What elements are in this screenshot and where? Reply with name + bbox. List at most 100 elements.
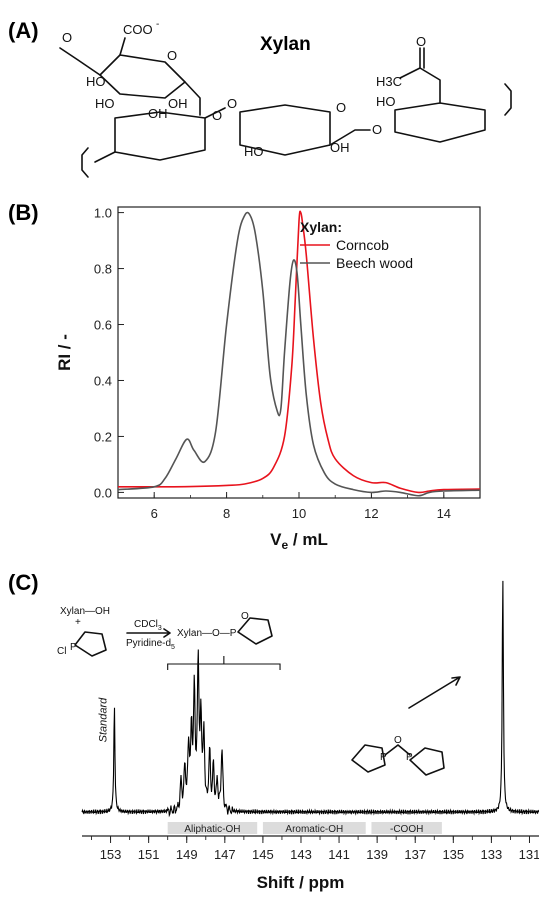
label-carbonyl-o: O: [416, 34, 426, 49]
chart-c-xtick-label: 141: [328, 847, 350, 862]
chart-b-ytick-label: 1.0: [94, 206, 112, 221]
label-ho-2: HO: [95, 96, 115, 111]
chart-c-xtick-label: 135: [442, 847, 464, 862]
chart-c-bracket: [167, 656, 281, 670]
chart-c-xtick-label: 149: [176, 847, 198, 862]
chart-b-xtick-label: 6: [151, 506, 158, 521]
scheme-reactant1: Xylan—OH: [60, 606, 110, 617]
ring-xyl3: [394, 102, 486, 143]
xylan-structure: O COO - O HO OH HO OH O O HO OH O O: [59, 19, 512, 178]
chart-c-region-label: Aliphatic-OH: [184, 824, 240, 835]
chart-c-xtick-label: 139: [366, 847, 388, 862]
chart-c-xtick-label: 145: [252, 847, 274, 862]
byproduct-ring1: [351, 744, 386, 773]
label-link-o1: O: [227, 96, 237, 111]
chart-c-xtick-label: 153: [100, 847, 122, 862]
bracket-left: [81, 147, 89, 178]
label-ho-3: HO: [244, 144, 264, 159]
chart-c-region: [167, 822, 258, 834]
scheme-reagent-ring: [74, 631, 107, 657]
bond-methoxy: [59, 47, 101, 76]
chart-c-xtick-label: 143: [290, 847, 312, 862]
chart-b-ytick-label: 0.6: [94, 318, 112, 333]
scheme-arrow-top: CDCl3: [134, 619, 162, 632]
scheme-arrow: [126, 628, 171, 638]
label-oh-3: OH: [330, 140, 350, 155]
byproduct-p2: P: [406, 752, 413, 763]
label-ho-4: HO: [376, 94, 396, 109]
byproduct-ring2: [409, 747, 445, 776]
chart-b: 6 8 10 12 14 0.0 0.2 0.4 0.6 0.8 1.0 Ve / mL RI / - X…: [55, 206, 481, 552]
bond-link-2: [329, 129, 371, 146]
chart-c-region: [262, 822, 366, 834]
label-coo: COO: [123, 22, 153, 37]
chart-b-xtick-label: 12: [364, 506, 378, 521]
bond-coo: [119, 37, 126, 56]
chart-b-legend-label: Beech wood: [336, 255, 413, 271]
scheme-plus: +: [75, 617, 81, 628]
chart-b-ytick-label: 0.2: [94, 429, 112, 444]
chart-b-ylabel: RI / -: [55, 334, 74, 371]
byproduct-bridge: [384, 744, 411, 756]
label-methoxy-o: O: [62, 30, 72, 45]
label-h3c: H3C: [376, 74, 402, 89]
panel-b-label: (B): [8, 200, 39, 225]
scheme-product-o: O: [241, 611, 249, 622]
chart-c-xtick-label: 147: [214, 847, 236, 862]
scheme-product-ring: [237, 617, 273, 645]
chart-c-region-label: Aromatic-OH: [285, 824, 343, 835]
panel-b: (B) 6 8 10 12 14 0.0 0.2 0.4 0.6 0.8 1.0 Ve / mL RI …: [8, 200, 481, 552]
byproduct-arrow: [408, 676, 461, 709]
chart-c: 153 151 149 147 145 143 141 139 137 135 133 131Shif…: [81, 580, 539, 892]
chart-b-ytick-label: 0.8: [94, 262, 112, 277]
scheme-reagent-cl: Cl: [57, 646, 66, 657]
chart-b-series-corncob: [117, 210, 481, 494]
panel-a-title: Xylan: [260, 34, 311, 55]
panel-c: (C) Xylan—OH + Cl P CDCl3 Pyridine-d5 Xy…: [8, 570, 539, 892]
chart-c-xlabel: Shift / ppm: [257, 873, 345, 892]
chart-b-legend-label: Corncob: [336, 237, 389, 253]
label-ring-o3: O: [336, 100, 346, 115]
chart-c-xtick-label: 131: [519, 847, 539, 862]
chart-c-spectrum: [81, 580, 539, 818]
label-link-o2: O: [372, 122, 382, 137]
label-coo-charge: -: [156, 19, 159, 30]
scheme-arrow-bottom: Pyridine-d5: [126, 638, 175, 651]
panel-c-label: (C): [8, 570, 39, 595]
reaction-scheme: Xylan—OH + Cl P CDCl3 Pyridine-d5 Xylan—…: [57, 606, 461, 776]
chart-c-xtick-label: 133: [481, 847, 503, 862]
label-oh-1: OH: [148, 106, 168, 121]
label-ring-o2: O: [212, 108, 222, 123]
chart-b-xlabel: Ve / mL: [270, 530, 328, 552]
bracket-right: [504, 83, 512, 116]
byproduct-o: O: [394, 735, 402, 746]
bond-acetyl: [399, 67, 441, 104]
scheme-reagent-p: P: [70, 642, 77, 653]
scheme-product: Xylan—O—P: [177, 628, 237, 639]
chart-c-region: [371, 822, 442, 834]
bond-link-1: [204, 107, 226, 119]
label-ring-o1: O: [167, 48, 177, 63]
chart-c-region-label: -COOH: [390, 824, 423, 835]
chart-b-ytick-label: 0.0: [94, 485, 112, 500]
chart-b-xtick-label: 14: [437, 506, 451, 521]
chart-b-frame: [117, 206, 481, 499]
chart-b-legend-title: Xylan:: [300, 219, 342, 235]
bond-carbonyl: [419, 47, 425, 69]
chart-b-ytick-label: 0.4: [94, 373, 112, 388]
label-oh-2: OH: [168, 96, 188, 111]
bond-glca-link: [184, 81, 201, 116]
chart-b-xtick-label: 8: [223, 506, 230, 521]
chart-c-xtick-label: 151: [138, 847, 160, 862]
chart-c-standard-label: Standard: [97, 697, 109, 743]
chart-c-xtick-label: 137: [404, 847, 426, 862]
label-ho-1: HO: [86, 74, 106, 89]
chart-b-series-beech-wood: [117, 211, 481, 497]
panel-a: (A) Xylan O COO - O HO OH HO OH O O HO: [8, 18, 512, 178]
panel-a-label: (A): [8, 18, 39, 43]
byproduct-p1: P: [380, 752, 387, 763]
chart-b-xtick-label: 10: [292, 506, 306, 521]
bond-left-end: [94, 151, 116, 163]
